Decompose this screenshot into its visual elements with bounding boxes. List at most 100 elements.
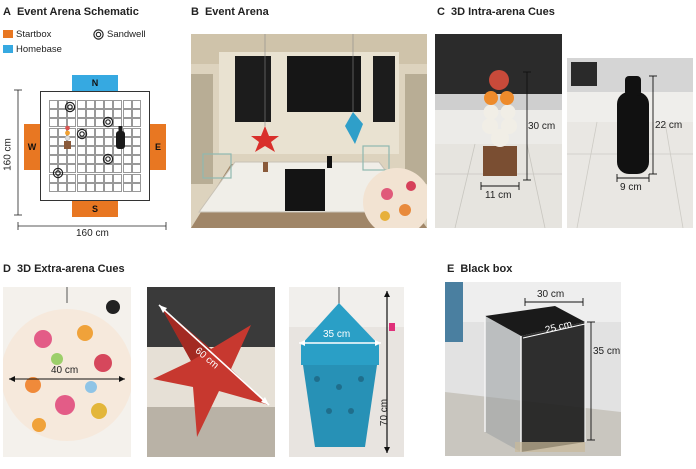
grid-cell (131, 146, 141, 155)
port-west-label: W (27, 142, 37, 152)
grid-cell (58, 109, 68, 119)
arena-features (52, 101, 125, 179)
grid-cell (85, 100, 95, 109)
grid-cell (58, 146, 68, 155)
port-north: N (72, 75, 118, 91)
grid-cell (104, 136, 114, 146)
grid-cell (104, 127, 114, 137)
legend-startbox-label: Startbox (16, 29, 52, 40)
hanging-height-label: 70 cm (379, 398, 391, 427)
grid-cell (122, 182, 132, 192)
grid-cell (76, 100, 86, 109)
port-south-label: S (91, 204, 98, 214)
grid-cell (49, 100, 58, 109)
grid-cell (95, 136, 104, 146)
grid-cell (49, 127, 58, 137)
grid-cell (113, 173, 123, 183)
star-illustration (147, 287, 275, 457)
grid-cell (76, 118, 86, 128)
panel-title-text: Event Arena Schematic (16, 6, 139, 18)
legend-startbox: Startbox (3, 29, 51, 40)
grid-cell (58, 155, 68, 165)
grid-cell (76, 182, 86, 192)
grid-cell (131, 155, 141, 165)
sandwell-icon (93, 29, 104, 40)
legend-sandwell: Sandwell (93, 29, 146, 40)
grid-cell (67, 182, 77, 192)
grid-cell (67, 118, 77, 128)
legend-homebase: Homebase (3, 44, 62, 55)
panel-letter: D (3, 263, 11, 275)
grid-cell (67, 155, 77, 165)
grid-cell (131, 182, 141, 192)
grid-cell (85, 109, 95, 119)
grid-cell (67, 173, 77, 183)
dimension-lines (14, 89, 167, 230)
grid-cell (131, 173, 141, 183)
star-photo: 60 cm (147, 287, 275, 457)
grid-cell (85, 173, 95, 183)
grid-cell (95, 127, 104, 137)
grid-cell (122, 118, 132, 128)
port-west: W (24, 124, 40, 170)
grid-cell (67, 146, 77, 155)
panel-title-text: 3D Intra-arena Cues (450, 6, 555, 18)
hanging-ornament-illustration (289, 287, 404, 457)
hanging-ornament-photo: 35 cm 70 cm (289, 287, 404, 457)
height-dimension-label: 160 cm (2, 138, 14, 171)
grid-cell (113, 155, 123, 165)
grid-cell (131, 164, 141, 174)
grid-cell (49, 182, 58, 192)
port-east: E (150, 124, 166, 170)
grid-cell (85, 136, 95, 146)
grid-cell (76, 173, 86, 183)
legend-homebase-label: Homebase (16, 44, 62, 55)
lantern-width-label: 40 cm (51, 365, 79, 376)
lantern-illustration (3, 287, 131, 457)
sandwell-icon (76, 128, 88, 140)
sandwell-icon (64, 101, 76, 113)
grid-cell (104, 100, 114, 109)
grid-cell (67, 164, 77, 174)
grid-cell (58, 100, 68, 109)
bottle-illustration (567, 58, 693, 228)
grid-cell (95, 109, 104, 119)
grid-cell (113, 182, 123, 192)
grid-cell (85, 164, 95, 174)
panel-title-text: Event Arena (204, 6, 269, 18)
tower-width-label: 11 cm (485, 190, 512, 201)
port-north-label: N (91, 78, 99, 88)
tower-height-label: 30 cm (528, 121, 556, 132)
panel-letter: C (437, 6, 445, 18)
panel-title-text: Black box (460, 263, 513, 275)
grid-cell (85, 146, 95, 155)
grid-cell (95, 146, 104, 155)
black-box-dimension-lines (522, 298, 595, 441)
panel-a-title: A Event Arena Schematic (3, 6, 139, 18)
grid-cell (49, 155, 58, 165)
grid-cell (85, 118, 95, 128)
grid-cell (58, 182, 68, 192)
grid-cell (76, 136, 86, 146)
grid-cell (104, 173, 114, 183)
grid-cell (85, 182, 95, 192)
grid-cell (49, 136, 58, 146)
grid-cell (85, 155, 95, 165)
grid-cell (131, 136, 141, 146)
box-height-label: 35 cm (593, 346, 621, 357)
grid-cell (113, 109, 123, 119)
bottle-height-label: 22 cm (655, 120, 683, 131)
tower-cue-icon (64, 125, 71, 149)
grid-cell (104, 164, 114, 174)
lantern-dimension-line (9, 376, 125, 382)
box-width-label: 30 cm (537, 289, 565, 300)
panel-letter: A (3, 6, 11, 18)
lantern-photo: 40 cm (3, 287, 131, 457)
grid-cell (76, 155, 86, 165)
width-dimension-label: 160 cm (76, 228, 109, 239)
panel-c-title: C 3D Intra-arena Cues (437, 6, 555, 18)
hanging-ornament-dimension-lines (299, 291, 390, 453)
grid-cell (76, 109, 86, 119)
